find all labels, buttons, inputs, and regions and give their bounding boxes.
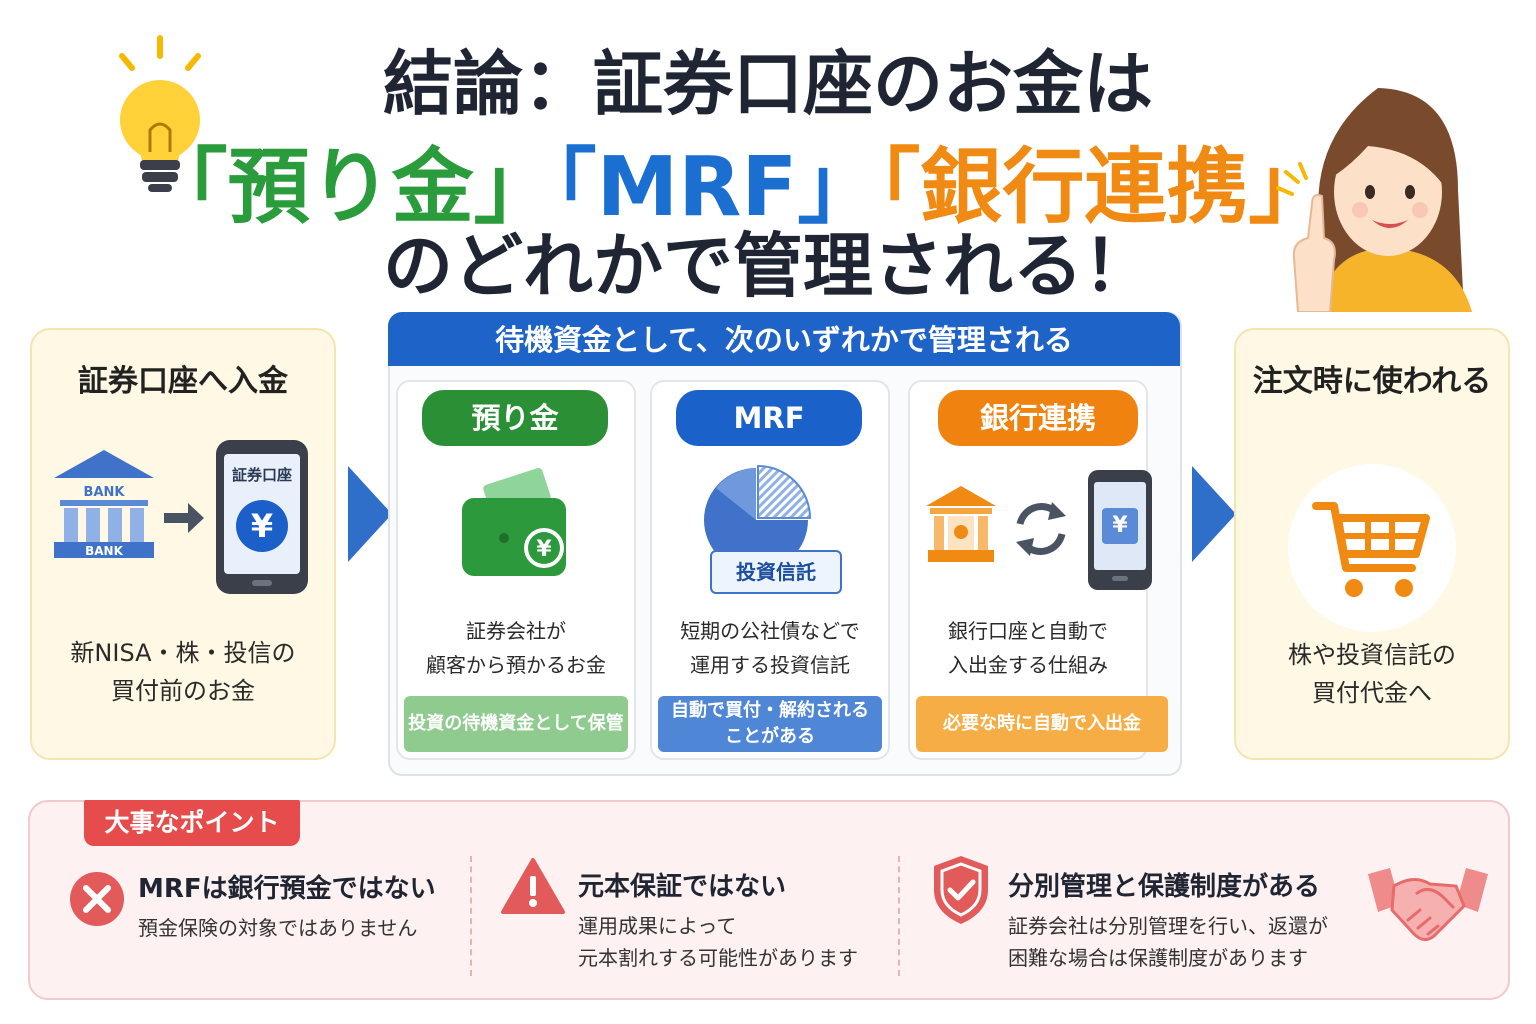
order-desc-line2: 買付代金へ — [1312, 679, 1432, 707]
card-azukarikin-title: 預り金 — [422, 390, 608, 446]
title-line-3: のどれかで管理される！ — [383, 225, 1153, 307]
card-mrf-foot-line1: 自動で買付・解約される — [671, 700, 869, 721]
card-azukarikin-foot: 投資の待機資金として保管 — [404, 696, 628, 752]
order-box: 注文時に使われる 株や投資信託の 買付代金へ — [1234, 328, 1510, 760]
title-bank-link: 「銀行連携」 — [879, 140, 1331, 235]
point-2-desc-line2: 元本割れする可能性があります — [578, 946, 858, 970]
card-mrf-foot: 自動で買付・解約される ことがある — [658, 696, 882, 752]
deposit-title: 証券口座へ入金 — [78, 364, 288, 399]
error-x-icon — [70, 872, 124, 926]
point-1-desc: 預金保険の対象ではありません — [138, 916, 418, 940]
flow-arrow-1 — [348, 466, 392, 562]
flow-arrow-2 — [1192, 466, 1236, 562]
deposit-desc-line2: 買付前のお金 — [111, 677, 255, 705]
pie-chart-icon — [704, 464, 812, 572]
point-1-title: MRFは銀行預金ではない — [138, 874, 436, 904]
card-mrf-title: MRF — [676, 390, 862, 446]
wallet-icon: ¥ — [462, 467, 566, 576]
shield-check-icon — [934, 856, 988, 924]
deposit-desc-line1: 新NISA・株・投信の — [70, 639, 296, 667]
point-divider-2 — [898, 856, 900, 976]
card-azukarikin-foot-line1: 投資の待機資金として保管 — [408, 713, 624, 734]
card-mrf-desc: 短期の公社債などで 運用する投資信託 — [652, 614, 888, 682]
svg-text:¥: ¥ — [536, 537, 552, 562]
point-3-title: 分別管理と保護制度がある — [1008, 872, 1321, 902]
point-2-desc-line1: 運用成果によって — [578, 914, 737, 938]
title-line-1: 結論：証券口座のお金は — [383, 43, 1153, 125]
card-bank-link-foot-line1: 必要な時に自動で入出金 — [943, 713, 1141, 734]
order-title: 注文時に使われる — [1252, 364, 1492, 399]
card-bank-link-foot: 必要な時に自動で入出金 — [916, 696, 1168, 752]
sync-icon — [1016, 502, 1066, 556]
smartphone-icon: 証券口座 ¥ — [216, 440, 308, 594]
shopping-cart-icon — [1312, 502, 1430, 597]
key-points-tag: 大事なポイント — [84, 800, 300, 846]
title-line-2: 「預り金」「MRF」「銀行連携」 — [0, 120, 1506, 239]
order-desc-line1: 株や投資信託の — [1288, 641, 1456, 669]
card-azukarikin-desc-line2: 顧客から預かるお金 — [426, 653, 606, 677]
card-azukarikin-desc-line1: 証券会社が — [466, 619, 566, 643]
bank-link-phone-icon: ¥ — [1088, 470, 1152, 590]
svg-text:BANK: BANK — [84, 485, 126, 500]
bank-icon: BANK BANK — [54, 450, 154, 558]
card-mrf-desc-line2: 運用する投資信託 — [690, 653, 850, 677]
card-mrf-foot-line2: ことがある — [725, 726, 815, 747]
phone-label: 証券口座 — [231, 466, 292, 484]
card-bank-link: 銀行連携 ¥ 銀行口座と自動で 入出金する仕組み 必要な時に自動で入出金 — [908, 380, 1168, 760]
card-bank-link-title: 銀行連携 — [938, 390, 1138, 446]
point-2-title: 元本保証ではない — [578, 872, 787, 902]
arrow-right-icon — [164, 503, 204, 533]
bank-link-yen: ¥ — [1102, 508, 1138, 544]
lightbulb-icon — [119, 35, 201, 192]
yen-icon: ¥ — [236, 500, 288, 552]
card-bank-link-desc-line2: 入出金する仕組み — [948, 653, 1108, 677]
card-azukarikin: 預り金 ¥ 証券会社が 顧客から預かるお金 投資の待機資金として保管 — [396, 380, 636, 760]
management-header: 待機資金として、次のいずれかで管理される — [388, 312, 1180, 366]
woman-pointing-illustration — [1276, 88, 1472, 312]
svg-text:BANK: BANK — [85, 544, 123, 558]
point-3-desc-line2: 困難な場合は保護制度があります — [1008, 946, 1308, 970]
card-bank-link-desc: 銀行口座と自動で 入出金する仕組み — [910, 614, 1146, 682]
card-mrf: MRF 投資信託 短期の公社債などで 運用する投資信託 自動で買付・解約される … — [650, 380, 890, 760]
point-divider-1 — [470, 856, 472, 976]
handshake-icon — [1368, 868, 1488, 941]
title-azukarikin: 「預り金」 — [145, 140, 556, 235]
bank-building-icon — [926, 486, 996, 562]
point-3-desc-line1: 証券会社は分別管理を行い、返還が — [1008, 914, 1328, 938]
card-mrf-desc-line1: 短期の公社債などで — [680, 619, 860, 643]
title-mrf: 「MRF」 — [555, 140, 880, 235]
card-azukarikin-desc: 証券会社が 顧客から預かるお金 — [398, 614, 634, 682]
warning-icon — [501, 858, 565, 914]
investment-trust-label: 投資信託 — [710, 550, 842, 594]
card-bank-link-desc-line1: 銀行口座と自動で — [948, 619, 1108, 643]
